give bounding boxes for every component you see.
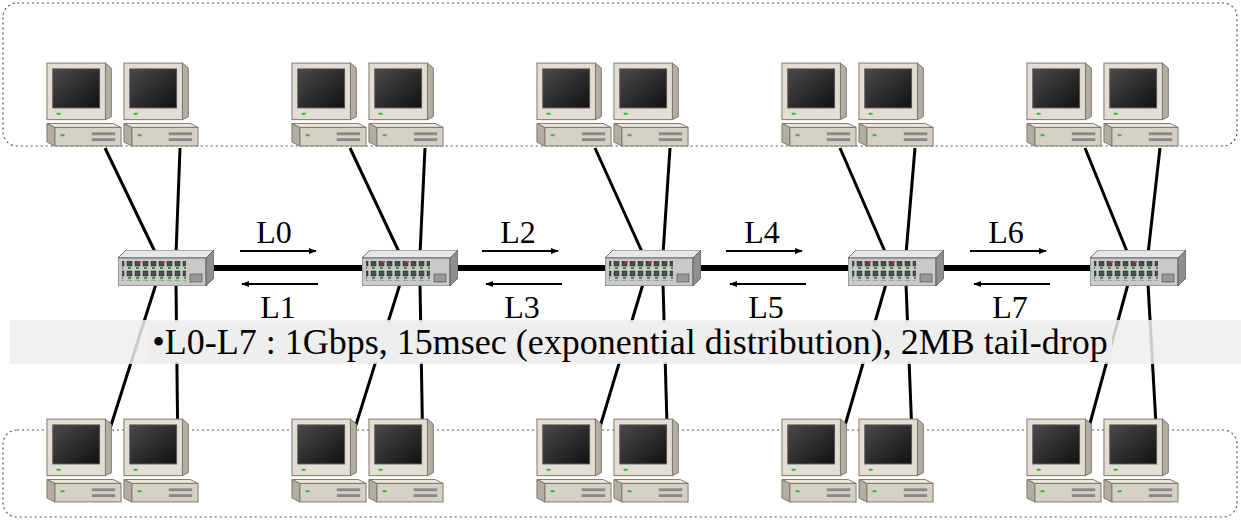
computer-icon (782, 419, 856, 502)
computer-icon (614, 419, 688, 502)
link-label: L6 (988, 216, 1024, 248)
computer-icon (1027, 63, 1101, 146)
switch-icon (848, 250, 944, 286)
link-label: L3 (504, 291, 540, 323)
computer-icon (859, 63, 933, 146)
computer-icon (859, 419, 933, 502)
computer-row-top (47, 63, 1178, 146)
link-label: L2 (500, 216, 536, 248)
caption-text: •L0-L7 : 1Gbps, 15msec (exponential dist… (148, 322, 1111, 362)
link-label: L7 (992, 291, 1028, 323)
switch-icon (1090, 250, 1186, 286)
computer-icon (537, 63, 611, 146)
computer-row-bottom (47, 419, 1178, 502)
computer-icon (292, 63, 366, 146)
link-label: L0 (256, 216, 292, 248)
computer-icon (369, 63, 443, 146)
switch-icon (362, 250, 458, 286)
computer-icon (1104, 419, 1178, 502)
computer-icon (369, 419, 443, 502)
direction-arrows (240, 251, 1050, 284)
computer-icon (782, 63, 856, 146)
link-label: L5 (748, 291, 784, 323)
computer-icon (1027, 419, 1101, 502)
access-links (100, 148, 1160, 460)
computer-icon (47, 63, 121, 146)
computer-icon (292, 419, 366, 502)
link-label: L4 (744, 216, 780, 248)
caption-band (10, 320, 1241, 364)
computer-icon (1104, 63, 1178, 146)
switch-icon (605, 250, 701, 286)
computer-icon (124, 63, 198, 146)
link-label: L1 (260, 291, 296, 323)
switch-icon (118, 250, 214, 286)
computer-icon (614, 63, 688, 146)
switch-row (118, 250, 1186, 286)
group-outline (3, 3, 1237, 146)
computer-icon (124, 419, 198, 502)
computer-icon (537, 419, 611, 502)
computer-icon (47, 419, 121, 502)
